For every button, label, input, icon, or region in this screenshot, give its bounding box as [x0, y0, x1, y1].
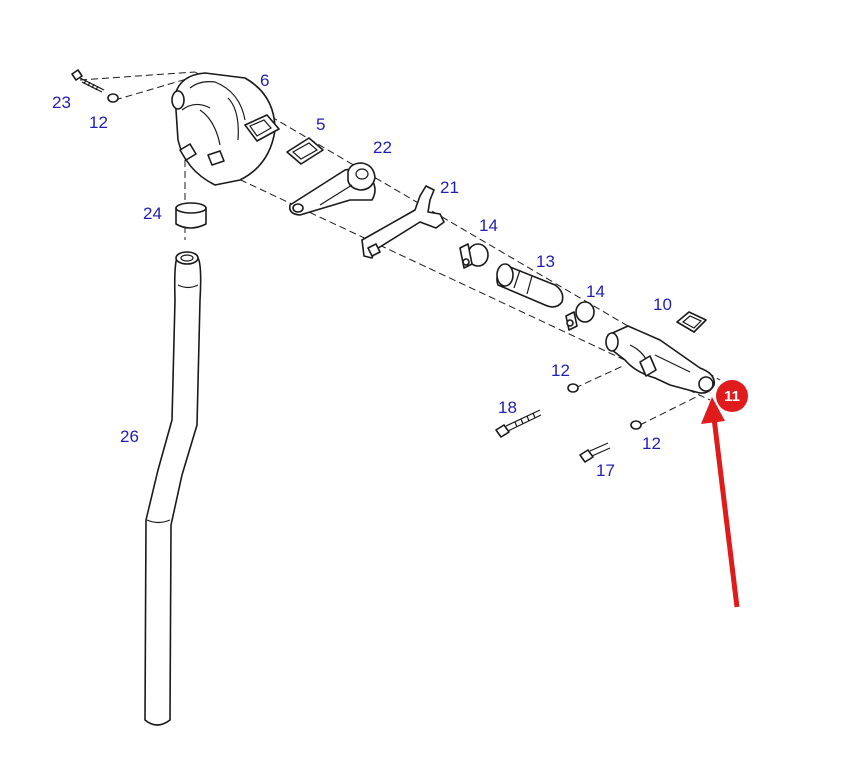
label-part-23: 23	[52, 93, 71, 112]
label-part-14-upper: 14	[479, 216, 498, 235]
clamp-part-14-lower	[565, 301, 595, 331]
bolt-part-23	[71, 69, 105, 93]
seal-part-10	[676, 311, 707, 333]
highlight-arrow-shaft	[711, 417, 740, 608]
washer-part-12-middle	[567, 383, 579, 393]
housing-part-6	[171, 72, 280, 186]
bracket-part-22	[288, 162, 376, 216]
label-part-5: 5	[316, 115, 325, 134]
highlight-arrow-head	[701, 397, 725, 424]
bracket-part-21	[361, 185, 445, 259]
label-part-6: 6	[260, 71, 269, 90]
outlet-housing-part-11	[605, 325, 716, 394]
label-part-21: 21	[440, 178, 459, 197]
hose-part-26	[144, 251, 202, 726]
highlight-arrow	[701, 397, 740, 608]
sleeve-part-24	[175, 202, 207, 229]
label-part-13: 13	[536, 252, 555, 271]
highlight-badge-label: 11	[724, 388, 740, 405]
seal-part-5	[286, 137, 324, 165]
label-part-14-lower: 14	[586, 282, 605, 301]
bolt-part-18	[495, 409, 542, 438]
washer-part-12-lower	[630, 420, 642, 430]
label-part-12-top: 12	[89, 113, 108, 132]
part-labels: 23 12 6 5 22 21 24 14 13 14 10 12 18 12 …	[52, 71, 672, 480]
label-part-17: 17	[596, 461, 615, 480]
hose-part-13	[496, 263, 564, 308]
washer-part-12-top	[107, 93, 119, 103]
label-part-22: 22	[373, 138, 392, 157]
label-part-18: 18	[498, 398, 517, 417]
highlight-badge-circle	[716, 380, 748, 412]
bolt-part-17	[579, 442, 611, 463]
label-part-10: 10	[653, 295, 672, 314]
label-part-12-lower: 12	[642, 434, 661, 453]
label-part-12-middle: 12	[551, 361, 570, 380]
clamp-part-14-upper	[459, 243, 489, 269]
highlight-badge: 11	[716, 380, 748, 412]
label-part-24: 24	[143, 204, 162, 223]
label-part-26: 26	[120, 427, 139, 446]
